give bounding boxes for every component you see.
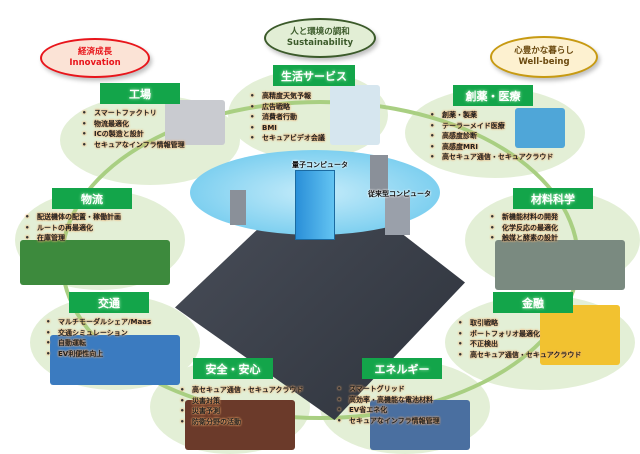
section-title-transport: 交通 xyxy=(69,292,149,313)
list-item: 交通シミュレーション xyxy=(46,328,151,339)
section-title-finance: 金融 xyxy=(493,292,573,313)
list-item: セキュアビデオ会議 xyxy=(250,133,325,144)
list-item: 災害予測 xyxy=(180,406,303,417)
server-rack xyxy=(370,155,388,193)
list-item: 自動運転 xyxy=(46,338,151,349)
list-item: 広告戦略 xyxy=(250,102,325,113)
list-item: 防衛分野の活動 xyxy=(180,417,303,428)
goal-jp: 経済成長 xyxy=(77,47,112,57)
goal-en: Well-being xyxy=(518,57,570,67)
list-item: ポートフォリオ最適化 xyxy=(458,329,581,340)
section-title-energy: エネルギー xyxy=(362,358,442,379)
logistics-illustration xyxy=(20,240,170,285)
section-title-logistics: 物流 xyxy=(52,188,132,209)
chemical-plant-illustration xyxy=(495,240,625,290)
list-item: セキュアなインフラ情報管理 xyxy=(337,416,440,427)
list-item: 高効率・高機能な電池材料 xyxy=(337,395,440,406)
list-item: 在庫管理 xyxy=(25,233,121,244)
list-item: ルートの再最適化 xyxy=(25,223,121,234)
section-title-medical: 創薬・医療 xyxy=(453,85,533,106)
list-item: 化学反応の最適化 xyxy=(490,223,558,234)
shoppers-illustration xyxy=(330,85,380,145)
list-item: 触媒と酵素の設計 xyxy=(490,233,558,244)
list-item: 高感度MRI xyxy=(430,142,553,153)
list-item: 配送機体の配置・稼働計画 xyxy=(25,212,121,223)
section-title-life-services: 生活サービス xyxy=(273,65,355,86)
classical-computer xyxy=(385,195,410,235)
goal-en: Sustainability xyxy=(286,38,354,48)
goal-jp: 人と環境の調和 xyxy=(290,27,350,37)
section-title-factory: 工場 xyxy=(100,83,180,104)
safety-list: 高セキュア通信・セキュアクラウド災害対策災害予測防衛分野の活動 xyxy=(180,385,303,427)
list-item: 高精度天気予報 xyxy=(250,91,325,102)
list-item: スマートファクトリ xyxy=(82,108,185,119)
factory-list: スマートファクトリ物流最適化ICの製造と設計セキュアなインフラ情報管理 xyxy=(82,108,185,150)
finance-list: 取引戦略ポートフォリオ最適化不正検出高セキュア通信・セキュアクラウド xyxy=(458,318,581,360)
medical-list: 創薬・製薬テーラーメイド医療高感度診断高感度MRI高セキュア通信・セキュアクラウ… xyxy=(430,110,553,163)
transport-list: マルチモーダルシェア/Maas交通シミュレーション自動運転EV利便性向上 xyxy=(46,317,151,359)
list-item: EV利便性向上 xyxy=(46,349,151,360)
list-item: セキュアなインフラ情報管理 xyxy=(82,140,185,151)
goal-jp: 心豊かな暮らし xyxy=(514,46,574,56)
classical-computer-label: 従来型コンピュータ xyxy=(368,190,431,198)
goal-en: Innovation xyxy=(69,58,121,68)
list-item: 創薬・製薬 xyxy=(430,110,553,121)
life-services-list: 高精度天気予報広告戦略消費者行動BMIセキュアビデオ会議 xyxy=(250,91,325,144)
section-title-materials: 材料科学 xyxy=(513,188,593,209)
list-item: マルチモーダルシェア/Maas xyxy=(46,317,151,328)
quantum-computer-label: 量子コンピュータ xyxy=(292,161,348,169)
materials-list: 新機能材料の開発化学反応の最適化触媒と酵素の設計 xyxy=(490,212,558,244)
list-item: 不正検出 xyxy=(458,339,581,350)
quantum-computer-building xyxy=(295,170,335,240)
list-item: 高セキュア通信・セキュアクラウド xyxy=(430,152,553,163)
list-item: EV省エネ化 xyxy=(337,405,440,416)
list-item: 災害対策 xyxy=(180,396,303,407)
list-item: 新機能材料の開発 xyxy=(490,212,558,223)
server-rack xyxy=(230,190,246,225)
list-item: 物流最適化 xyxy=(82,119,185,130)
section-title-safety: 安全・安心 xyxy=(193,358,273,379)
logistics-list: 配送機体の配置・稼働計画ルートの再最適化在庫管理 xyxy=(25,212,121,244)
list-item: スマートグリッド xyxy=(337,384,440,395)
list-item: ICの製造と設計 xyxy=(82,129,185,140)
list-item: 高感度診断 xyxy=(430,131,553,142)
list-item: 取引戦略 xyxy=(458,318,581,329)
list-item: 高セキュア通信・セキュアクラウド xyxy=(458,350,581,361)
energy-list: スマートグリッド高効率・高機能な電池材料EV省エネ化セキュアなインフラ情報管理 xyxy=(337,384,440,426)
list-item: 消費者行動 xyxy=(250,112,325,123)
list-item: テーラーメイド医療 xyxy=(430,121,553,132)
list-item: BMI xyxy=(250,123,325,134)
list-item: 高セキュア通信・セキュアクラウド xyxy=(180,385,303,396)
